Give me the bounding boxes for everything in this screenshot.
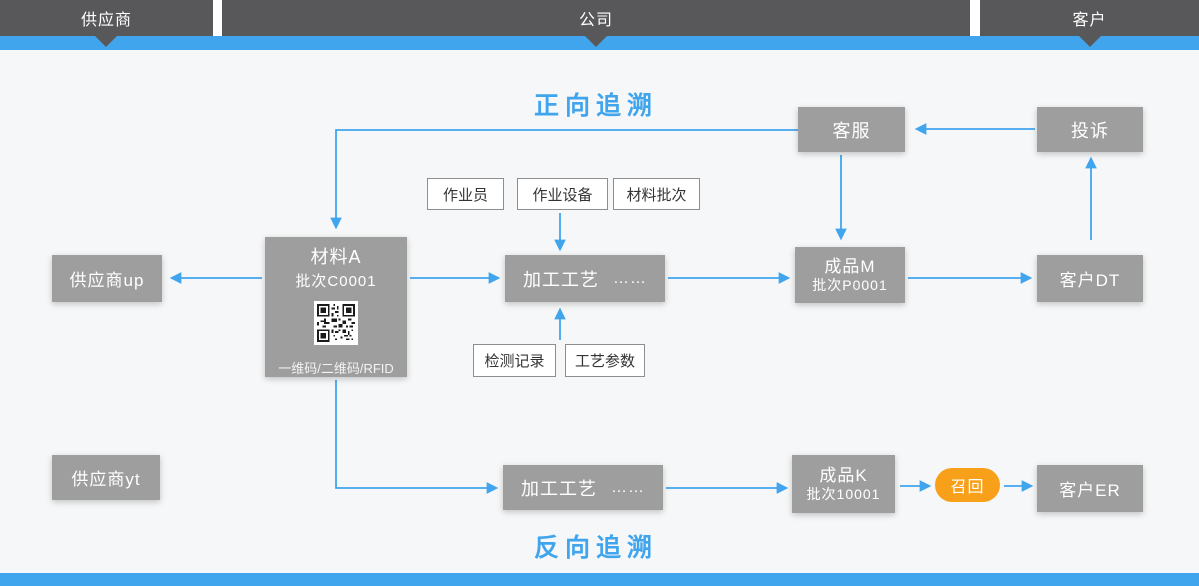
tag-inspection-record-label: 检测记录 — [484, 353, 545, 370]
tag-inspection-record: 检测记录 — [473, 344, 556, 377]
node-process-forward-label: 加工工艺 — [523, 269, 599, 290]
lane-divider — [970, 0, 980, 36]
node-supplier-yt: 供应商yt — [52, 455, 160, 500]
node-recall-label: 召回 — [950, 479, 985, 496]
tag-equipment-label: 作业设备 — [532, 186, 593, 204]
node-customer-service: 客服 — [798, 107, 905, 152]
lane-customer-label: 客户 — [1072, 12, 1107, 29]
tag-operator-label: 作业员 — [442, 186, 488, 204]
qr-code-icon — [314, 300, 358, 345]
node-product-m-title: 成品M — [824, 257, 876, 276]
lane-customer: 客户 — [980, 0, 1199, 36]
node-customer-er: 客户ER — [1037, 465, 1143, 512]
node-material-a: 材料A 批次C0001 — [265, 237, 407, 377]
lane-pointer-triangle — [1079, 36, 1101, 47]
node-process-forward-ellipsis: …… — [613, 269, 647, 287]
node-product-m: 成品M 批次P0001 — [795, 247, 905, 303]
node-customer-dt-label: 客户DT — [1059, 271, 1121, 290]
lane-company: 公司 — [222, 0, 970, 36]
bottom-blue-strip — [0, 573, 1199, 586]
lane-pointer-triangle — [585, 36, 607, 47]
lane-pointer-triangle — [95, 36, 117, 47]
node-material-a-caption: 一维码/二维码/RFID — [278, 360, 394, 376]
tag-material-batch-label: 材料批次 — [626, 186, 687, 204]
node-product-k: 成品K 批次10001 — [792, 455, 895, 513]
lane-company-label: 公司 — [578, 12, 613, 29]
lane-supplier-label: 供应商 — [80, 12, 132, 29]
tag-equipment: 作业设备 — [517, 178, 608, 210]
node-process-forward: 加工工艺 …… — [505, 255, 665, 302]
node-complaint: 投诉 — [1037, 107, 1143, 152]
node-product-k-batch: 批次10001 — [806, 486, 881, 502]
backward-trace-title: 反向追溯 — [533, 534, 658, 562]
node-material-a-title: 材料A — [310, 247, 362, 267]
node-customer-dt: 客户DT — [1037, 255, 1143, 302]
node-process-backward: 加工工艺 …… — [503, 465, 663, 510]
tag-process-parameter: 工艺参数 — [565, 344, 645, 377]
tag-process-parameter-label: 工艺参数 — [574, 353, 635, 370]
node-product-k-title: 成品K — [819, 466, 868, 485]
node-material-a-batch: 批次C0001 — [295, 272, 377, 290]
node-process-backward-ellipsis: …… — [611, 478, 645, 496]
lane-supplier: 供应商 — [0, 0, 213, 36]
forward-trace-title: 正向追溯 — [533, 92, 658, 120]
node-complaint-label: 投诉 — [1071, 120, 1109, 141]
node-supplier-yt-label: 供应商yt — [71, 470, 141, 489]
lane-divider — [213, 0, 222, 36]
arrow-material-a-to-process-backward — [335, 380, 499, 494]
node-recall: 召回 — [935, 468, 1000, 502]
node-process-backward-label: 加工工艺 — [521, 478, 597, 499]
node-customer-er-label: 客户ER — [1059, 481, 1121, 500]
tag-material-batch: 材料批次 — [613, 178, 700, 210]
tag-operator: 作业员 — [427, 178, 504, 210]
node-product-m-batch: 批次P0001 — [812, 277, 888, 293]
node-supplier-up: 供应商up — [52, 255, 162, 302]
node-customer-service-label: 客服 — [832, 120, 871, 141]
node-supplier-up-label: 供应商up — [69, 271, 145, 290]
